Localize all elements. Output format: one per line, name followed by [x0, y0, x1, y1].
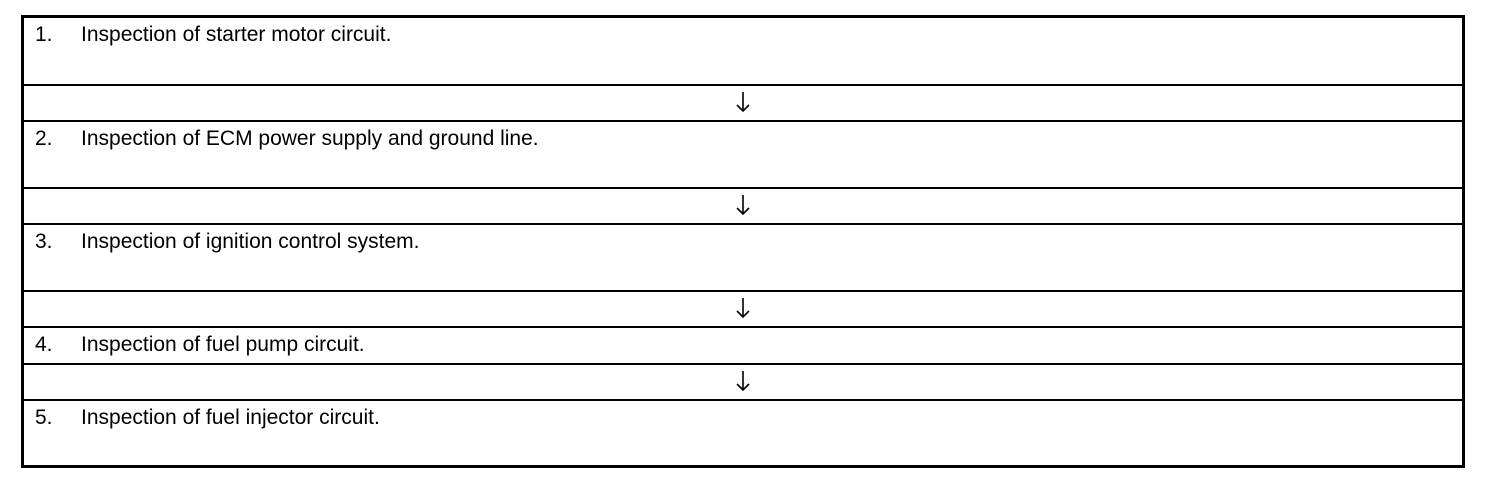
down-arrow-icon	[733, 189, 753, 223]
step-row: 5. Inspection of fuel injector circuit.	[24, 401, 1462, 465]
arrow-row	[24, 189, 1462, 225]
step-number: 2.	[35, 127, 53, 150]
step-text: Inspection of fuel pump circuit.	[81, 333, 365, 356]
step-number: 1.	[35, 23, 53, 46]
step-row: 2. Inspection of ECM power supply and gr…	[24, 122, 1462, 189]
step-text: Inspection of ignition control system.	[81, 230, 420, 253]
step-text: Inspection of fuel injector circuit.	[81, 406, 380, 429]
step-text: Inspection of starter motor circuit.	[81, 23, 392, 46]
down-arrow-icon	[733, 292, 753, 326]
arrow-row	[24, 292, 1462, 328]
step-row: 3. Inspection of ignition control system…	[24, 225, 1462, 292]
step-number: 4.	[35, 333, 53, 356]
down-arrow-icon	[733, 86, 753, 120]
arrow-row	[24, 365, 1462, 401]
step-row: 4. Inspection of fuel pump circuit.	[24, 328, 1462, 365]
down-arrow-icon	[733, 365, 753, 399]
step-text: Inspection of ECM power supply and groun…	[81, 127, 539, 150]
inspection-flow-table: 1. Inspection of starter motor circuit. …	[21, 15, 1465, 468]
step-row: 1. Inspection of starter motor circuit.	[24, 18, 1462, 86]
step-number: 5.	[35, 406, 53, 429]
step-number: 3.	[35, 230, 53, 253]
arrow-row	[24, 86, 1462, 122]
